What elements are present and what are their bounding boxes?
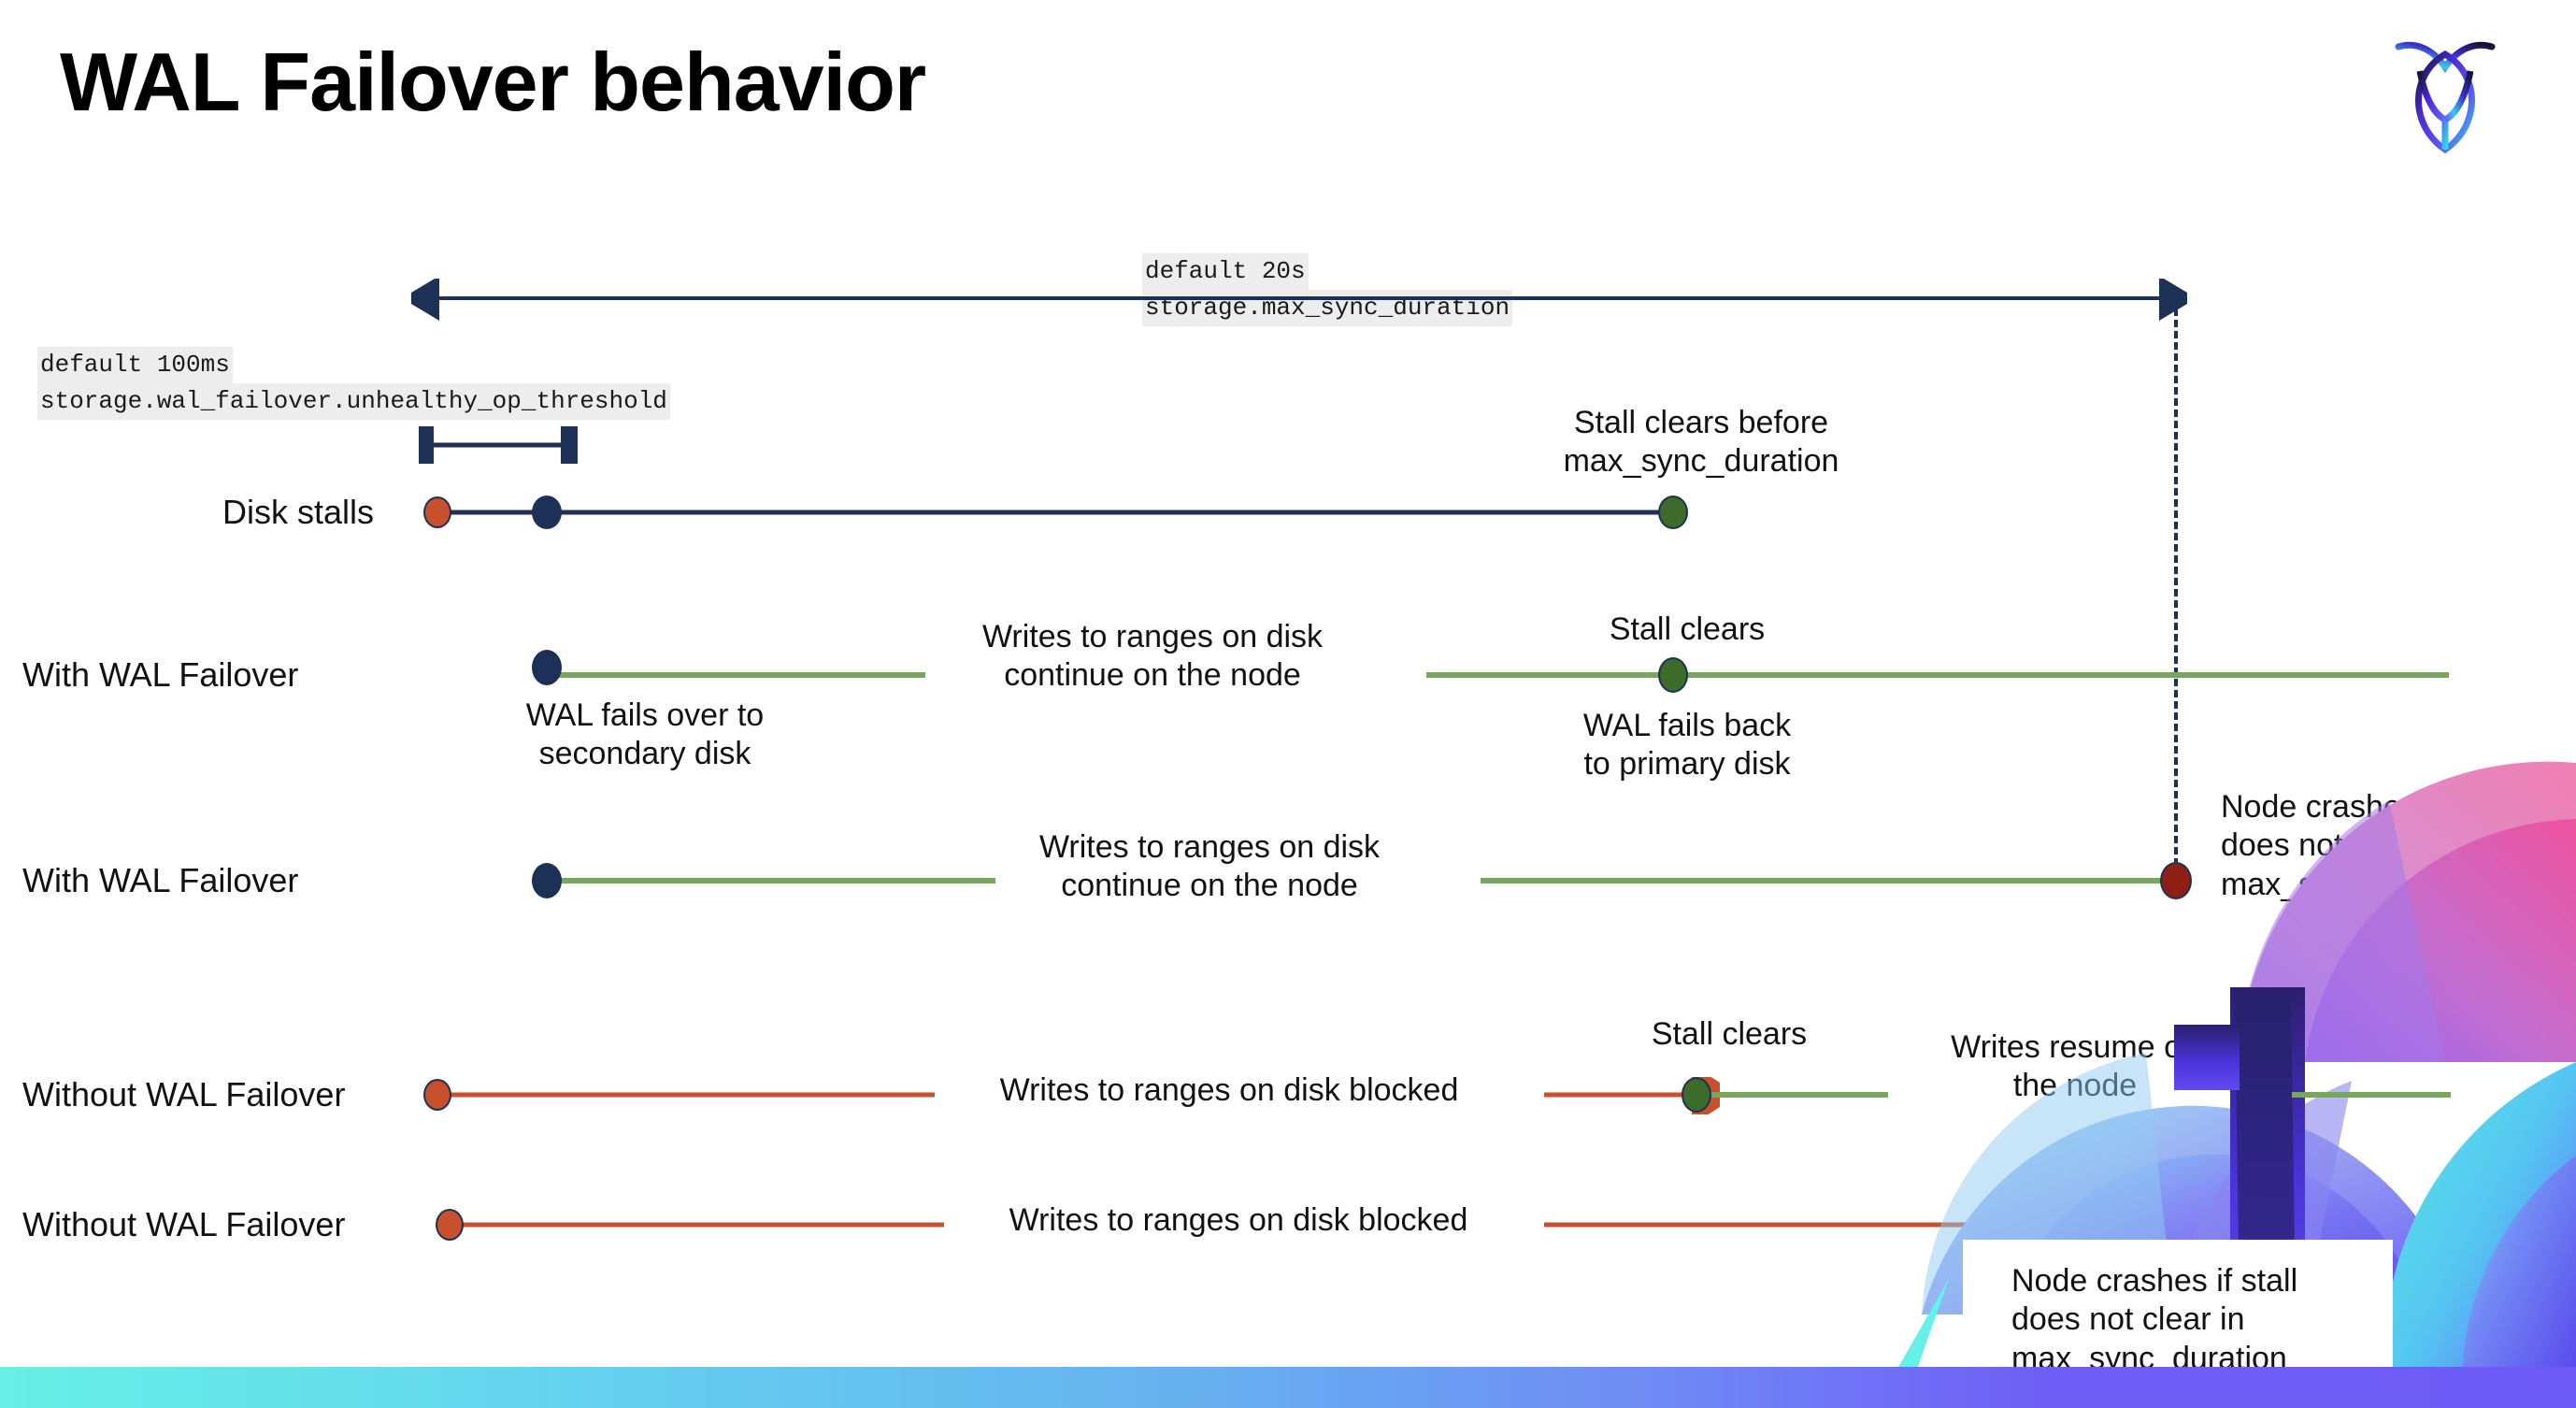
marker-stall-clears-disk-stalls — [1658, 496, 1688, 529]
timeline-with-failover-1-segment-b — [1426, 672, 2449, 678]
marker-disk-stall-start — [423, 496, 451, 528]
page-title: WAL Failover behavior — [60, 36, 926, 128]
unhealthy-threshold-span-arrow — [419, 426, 578, 464]
bottom-gradient-bar — [0, 1367, 2576, 1408]
row-label-disk-stalls: Disk stalls — [222, 493, 375, 531]
arrow-without-failover-1 — [1544, 1077, 1720, 1114]
row-label-without-wal-failover-2: Without WAL Failover — [22, 1205, 346, 1243]
callout-unhealthy-op-threshold: default 100ms storage.wal_failover.unhea… — [37, 347, 670, 420]
marker-wal-failover-trigger — [532, 496, 562, 529]
note-wal-fails-over: WAL fails over to secondary disk — [525, 697, 765, 772]
timeline-with-failover-2-segment-b — [1481, 878, 2176, 884]
note-wal-fails-back: WAL fails back to primary disk — [1582, 708, 1792, 783]
cockroachdb-logo — [2389, 26, 2501, 157]
timeline-without-failover-2-segment-a — [450, 1222, 944, 1228]
marker-node-crash-1 — [2160, 862, 2192, 899]
timeline-with-failover-1-segment-a — [547, 672, 925, 678]
timeline-without-failover-1-segment-green — [1698, 1092, 1888, 1098]
row-label-with-wal-failover-1: With WAL Failover — [22, 655, 299, 694]
note-stall-clears-2: Stall clears — [1609, 611, 1766, 647]
note-writes-continue-1: Writes to ranges on disk continue on the… — [981, 619, 1324, 694]
note-writes-continue-2: Writes to ranges on disk continue on the… — [1038, 829, 1381, 904]
marker-wal-fails-over-2 — [532, 863, 562, 898]
max-sync-duration-dashed-guide — [2174, 297, 2178, 877]
note-stall-clears-before-max-sync: Stall clears before max_sync_duration — [1563, 405, 1839, 480]
note-writes-blocked-1: Writes to ranges on disk blocked — [999, 1072, 1459, 1108]
timeline-without-failover-1-segment-green-tail — [2292, 1092, 2451, 1098]
marker-stall-clears-with-failover-1 — [1658, 657, 1688, 693]
marker-without-failover-stall-start-1 — [423, 1079, 451, 1111]
marker-without-failover-stall-start-2 — [436, 1209, 464, 1241]
timeline-with-failover-2-segment-a — [547, 878, 995, 884]
note-node-crashes-2: Node crashes if stall does not clear in … — [2011, 1263, 2298, 1376]
marker-stall-clears-without-failover — [1682, 1077, 1711, 1113]
max-sync-duration-span-arrow — [411, 279, 2187, 321]
note-stall-clears-3: Stall clears — [1651, 1016, 1808, 1052]
row-label-without-wal-failover-1: Without WAL Failover — [22, 1075, 346, 1113]
timeline-without-failover-1-segment-a — [437, 1092, 935, 1098]
marker-wal-fails-over-1 — [532, 650, 562, 685]
timeline-disk-stalls-line — [437, 510, 1676, 515]
note-writes-blocked-2: Writes to ranges on disk blocked — [1009, 1202, 1468, 1238]
row-label-with-wal-failover-2: With WAL Failover — [22, 861, 299, 899]
callout-unhealthy-line2: storage.wal_failover.unhealthy_op_thresh… — [37, 382, 670, 420]
callout-unhealthy-line1: default 100ms — [37, 347, 233, 383]
